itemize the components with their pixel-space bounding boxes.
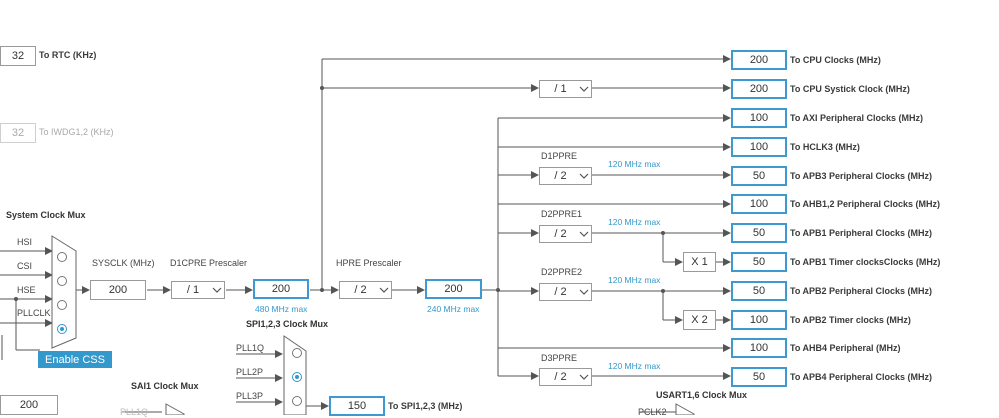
d2ppre1-select[interactable]: / 2	[539, 225, 592, 243]
radio-spi-pll1q[interactable]	[292, 348, 302, 358]
spi-clock-mux-title: SPI1,2,3 Clock Mux	[246, 319, 329, 329]
output-axi-box[interactable]: 100	[731, 108, 787, 128]
iwdg-output-label: To IWDG1,2 (KHz)	[39, 127, 114, 137]
sai-clock-mux-shape	[165, 403, 185, 415]
d1ppre-select[interactable]: / 2	[539, 167, 592, 185]
hpre-select[interactable]: / 2	[339, 281, 392, 299]
system-clock-mux-shape	[51, 235, 77, 349]
output-hclk3-label: To HCLK3 (MHz)	[790, 142, 860, 152]
d1ppre-label: D1PPRE	[541, 151, 578, 161]
enable-css-button[interactable]: Enable CSS	[38, 351, 112, 368]
d2ppre2-label: D2PPRE2	[541, 267, 583, 277]
mux-input-pllclk: PLLCLK	[17, 308, 51, 318]
apb1-timer-multiplier: X 1	[683, 252, 716, 272]
d2ppre1-label: D2PPRE1	[541, 209, 583, 219]
hpre-label: HPRE Prescaler	[336, 258, 402, 268]
chevron-down-icon	[577, 285, 591, 299]
d2ppre2-max-label: 120 MHz max	[608, 275, 661, 285]
spi-input-pll2p: PLL2P	[236, 367, 264, 377]
output-apb1-box[interactable]: 50	[731, 223, 787, 243]
sysclk-value-box[interactable]: 200	[90, 280, 146, 300]
sai-input-partial: PLL1Q	[120, 407, 149, 417]
output-apb2-label: To APB2 Peripheral Clocks (MHz)	[790, 286, 933, 296]
radio-spi-pll2p[interactable]	[292, 372, 302, 382]
d3ppre-max-label: 120 MHz max	[608, 361, 661, 371]
output-ahb4-label: To AHB4 Peripheral (MHz)	[790, 343, 901, 353]
usart-clock-mux-shape	[675, 403, 695, 415]
output-apb4-box[interactable]: 50	[731, 367, 787, 387]
output-cpu-clocks-label: To CPU Clocks (MHz)	[790, 55, 881, 65]
output-apb3-box[interactable]: 50	[731, 166, 787, 186]
output-cpu-systick-label: To CPU Systick Clock (MHz)	[790, 84, 910, 94]
radio-pllclk[interactable]	[57, 324, 67, 334]
rtc-output-label: To RTC (KHz)	[39, 50, 97, 60]
d1cpre-select[interactable]: / 1	[171, 281, 225, 299]
rtc-value-box[interactable]: 32	[0, 46, 36, 66]
output-hclk3-box[interactable]: 100	[731, 137, 787, 157]
spi-input-pll1q: PLL1Q	[236, 343, 265, 353]
system-clock-mux-title: System Clock Mux	[6, 210, 86, 220]
cpu-systick-divider-select[interactable]: / 1	[539, 80, 592, 98]
hpre-output-box[interactable]: 200	[425, 279, 482, 299]
d1cpre-output-box[interactable]: 200	[253, 279, 309, 299]
output-apb1-timer-label: To APB1 Timer clocksClocks (MHz)	[790, 257, 941, 267]
d1cpre-label: D1CPRE Prescaler	[170, 258, 248, 268]
hpre-max-label: 240 MHz max	[427, 304, 480, 314]
spi-output-box[interactable]: 150	[329, 396, 385, 416]
chevron-down-icon	[377, 283, 391, 297]
sysclk-label: SYSCLK (MHz)	[92, 258, 155, 268]
output-apb2-timer-label: To APB2 Timer clocks (MHz)	[790, 315, 911, 325]
radio-hsi[interactable]	[57, 252, 67, 262]
output-apb4-label: To APB4 Peripheral Clocks (MHz)	[790, 372, 933, 382]
usart-input-partial: PCLK2	[638, 407, 667, 417]
d1ppre-max-label: 120 MHz max	[608, 159, 661, 169]
sai-clock-mux-title: SAI1 Clock Mux	[131, 381, 199, 391]
output-apb3-label: To APB3 Peripheral Clocks (MHz)	[790, 171, 933, 181]
chevron-down-icon	[577, 227, 591, 241]
radio-csi[interactable]	[57, 276, 67, 286]
output-apb2-timer-box[interactable]: 100	[731, 310, 787, 330]
chevron-down-icon	[577, 370, 591, 384]
output-apb2-box[interactable]: 50	[731, 281, 787, 301]
output-ahb12-box[interactable]: 100	[731, 194, 787, 214]
radio-hse[interactable]	[57, 300, 67, 310]
bottom-left-value-box[interactable]: 200	[0, 395, 58, 415]
radio-spi-pll3p[interactable]	[292, 396, 302, 406]
d2ppre1-max-label: 120 MHz max	[608, 217, 661, 227]
output-cpu-clocks-box[interactable]: 200	[731, 50, 787, 70]
mux-input-hse: HSE	[17, 285, 36, 295]
iwdg-value-box[interactable]: 32	[0, 123, 36, 143]
mux-input-csi: CSI	[17, 261, 33, 271]
mux-input-hsi: HSI	[17, 237, 33, 247]
output-ahb4-box[interactable]: 100	[731, 338, 787, 358]
spi-output-label: To SPI1,2,3 (MHz)	[388, 401, 463, 411]
chevron-down-icon	[577, 169, 591, 183]
output-apb1-label: To APB1 Peripheral Clocks (MHz)	[790, 228, 933, 238]
spi-input-pll3p: PLL3P	[236, 391, 264, 401]
output-axi-label: To AXI Peripheral Clocks (MHz)	[790, 113, 924, 123]
output-ahb12-label: To AHB1,2 Peripheral Clocks (MHz)	[790, 199, 941, 209]
d3ppre-label: D3PPRE	[541, 353, 578, 363]
d3ppre-select[interactable]: / 2	[539, 368, 592, 386]
usart-clock-mux-title: USART1,6 Clock Mux	[656, 390, 748, 400]
apb2-timer-multiplier: X 2	[683, 310, 716, 330]
output-apb1-timer-box[interactable]: 50	[731, 252, 787, 272]
output-cpu-systick-box[interactable]: 200	[731, 79, 787, 99]
d1cpre-max-label: 480 MHz max	[255, 304, 308, 314]
d2ppre2-select[interactable]: / 2	[539, 283, 592, 301]
chevron-down-icon	[210, 283, 224, 297]
chevron-down-icon	[577, 82, 591, 96]
